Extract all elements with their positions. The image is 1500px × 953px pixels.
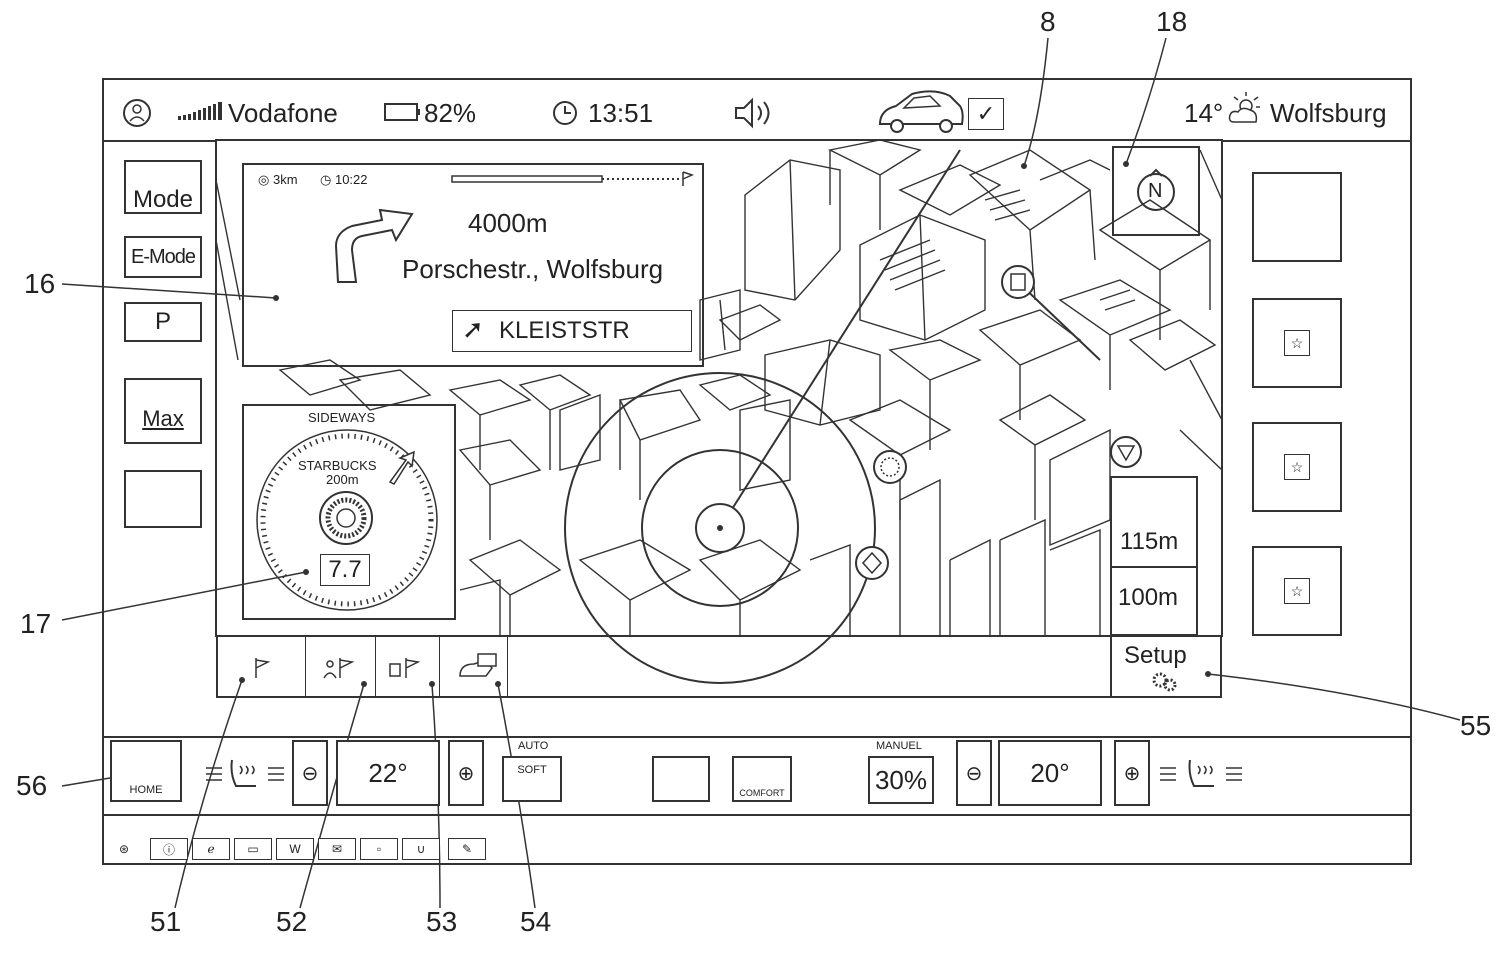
nav-total-distance: ◎ 3km xyxy=(258,172,298,188)
ref-numeral-56: 56 xyxy=(16,770,47,802)
compass-label: N xyxy=(1148,180,1162,203)
ref-numeral-51: 51 xyxy=(150,906,181,938)
fan-level-display[interactable]: 30% xyxy=(868,756,934,804)
poi-marker-building-icon[interactable] xyxy=(1002,266,1034,298)
altitude-scale-box xyxy=(1110,476,1198,636)
cursor-icon: ➚ xyxy=(462,314,484,345)
comfort-label: COMFORT xyxy=(739,788,784,798)
left-temp-label: 22° xyxy=(368,758,407,789)
ref-numeral-16: 16 xyxy=(24,268,55,300)
tab-contacts-destination[interactable] xyxy=(306,636,376,698)
poi-mode-label: SIDEWAYS xyxy=(308,410,375,425)
manuel-label: MANUEL xyxy=(876,740,922,752)
right-temp-display: 20° xyxy=(998,740,1102,806)
clock-icon xyxy=(554,102,576,124)
scale-label: 100m xyxy=(1118,584,1178,612)
profile-icon[interactable] xyxy=(124,100,150,126)
weather-icon xyxy=(1230,92,1261,122)
left-temp-plus-button[interactable]: ⊕ xyxy=(448,740,484,806)
poi-rating-box: 7.7 xyxy=(320,554,370,586)
home-button[interactable]: HOME xyxy=(110,740,182,802)
e-mode-button[interactable]: E-Mode xyxy=(124,236,202,278)
dock-browser-button[interactable]: ℯ xyxy=(192,838,230,860)
altitude-divider xyxy=(1110,566,1198,568)
soft-button[interactable]: SOFT xyxy=(502,756,562,802)
poi-name-label: STARBUCKS xyxy=(298,458,377,473)
mode-label: Mode xyxy=(133,188,193,212)
favorite-star-icon: ☆ xyxy=(1284,578,1310,604)
car-icon[interactable] xyxy=(880,91,963,132)
dock-app-1[interactable]: ⊛ xyxy=(104,838,144,860)
city-label: Wolfsburg xyxy=(1270,98,1387,129)
ref-numeral-53: 53 xyxy=(426,906,457,938)
right-temp-label: 20° xyxy=(1030,758,1069,789)
nav-eta: ◷ 10:22 xyxy=(320,172,368,188)
e-mode-label: E-Mode xyxy=(131,246,195,269)
ref-numeral-52: 52 xyxy=(276,906,307,938)
favorite-star-icon: ☆ xyxy=(1284,454,1310,480)
right-temp-plus-button[interactable]: ⊕ xyxy=(1114,740,1150,806)
favorite-button-2[interactable]: ☆ xyxy=(1252,422,1342,512)
soft-label: SOFT xyxy=(517,764,546,776)
left-temp-minus-button[interactable]: ⊖ xyxy=(292,740,328,806)
sync-button[interactable] xyxy=(652,756,710,802)
right-temp-minus-button[interactable]: ⊖ xyxy=(956,740,992,806)
ref-numeral-18: 18 xyxy=(1156,6,1187,38)
dock-magnet-button[interactable]: ∪ xyxy=(402,838,440,860)
home-label: HOME xyxy=(130,784,163,796)
max-defrost-button[interactable]: Max xyxy=(124,378,202,444)
park-label: P xyxy=(155,308,171,336)
tab-destination[interactable] xyxy=(216,636,306,698)
ref-numeral-8: 8 xyxy=(1040,6,1056,38)
ref-numeral-54: 54 xyxy=(520,906,551,938)
rear-defrost-button[interactable] xyxy=(124,470,202,528)
dock-outlook-button[interactable]: ✉ xyxy=(318,838,356,860)
outside-temperature: 14° xyxy=(1184,98,1223,129)
poi-marker-triangle-icon[interactable] xyxy=(1111,437,1141,467)
time-label: 13:51 xyxy=(588,98,653,129)
eta-label: 10:22 xyxy=(335,172,368,187)
search-button[interactable] xyxy=(1252,172,1342,262)
poi-marker-diamond-icon[interactable] xyxy=(856,547,888,579)
current-street: Porschestr., Wolfsburg xyxy=(402,254,663,285)
dock-files-button[interactable]: ▭ xyxy=(234,838,272,860)
tab-poi-destination[interactable] xyxy=(376,636,440,698)
speaker-icon[interactable] xyxy=(736,100,769,126)
tab-route-options[interactable] xyxy=(440,636,508,698)
dock-app-button[interactable]: ▫ xyxy=(360,838,398,860)
carrier-label: Vodafone xyxy=(228,98,338,129)
poi-rating-label: 7.7 xyxy=(328,556,361,584)
setup-label: Setup xyxy=(1124,642,1187,670)
next-turn-box[interactable]: KLEISTSTR xyxy=(452,310,692,352)
favorite-button-1[interactable]: ☆ xyxy=(1252,298,1342,388)
poi-marker-starbucks-icon[interactable] xyxy=(874,451,906,483)
ref-numeral-55: 55 xyxy=(1460,710,1491,742)
next-maneuver-distance: 4000m xyxy=(468,208,548,239)
distance-total-label: 3km xyxy=(273,172,298,187)
ref-numeral-17: 17 xyxy=(20,608,51,640)
signal-icon xyxy=(178,102,222,120)
poi-distance-label: 200m xyxy=(326,472,359,487)
vehicle-check-box[interactable]: ✓ xyxy=(968,98,1004,130)
battery-icon xyxy=(385,104,420,120)
dock-word-button[interactable]: W xyxy=(276,838,314,860)
favorite-star-icon: ☆ xyxy=(1284,330,1310,356)
favorite-button-3[interactable]: ☆ xyxy=(1252,546,1342,636)
check-mark: ✓ xyxy=(977,101,995,127)
left-temp-display: 22° xyxy=(336,740,440,806)
dock-edit-button[interactable]: ✎ xyxy=(448,838,486,860)
altitude-label: 115m xyxy=(1120,528,1178,556)
park-button[interactable]: P xyxy=(124,302,202,342)
mode-button[interactable]: Mode xyxy=(124,160,202,214)
comfort-button[interactable]: COMFORT xyxy=(732,756,792,802)
poi-panel[interactable] xyxy=(242,404,456,620)
fan-level-label: 30% xyxy=(875,765,927,796)
next-turn-label: KLEISTSTR xyxy=(499,317,630,345)
auto-label: AUTO xyxy=(518,740,548,752)
battery-label: 82% xyxy=(424,98,476,129)
max-label: Max xyxy=(142,406,184,432)
dock-help-button[interactable]: ⓘ xyxy=(150,838,188,860)
